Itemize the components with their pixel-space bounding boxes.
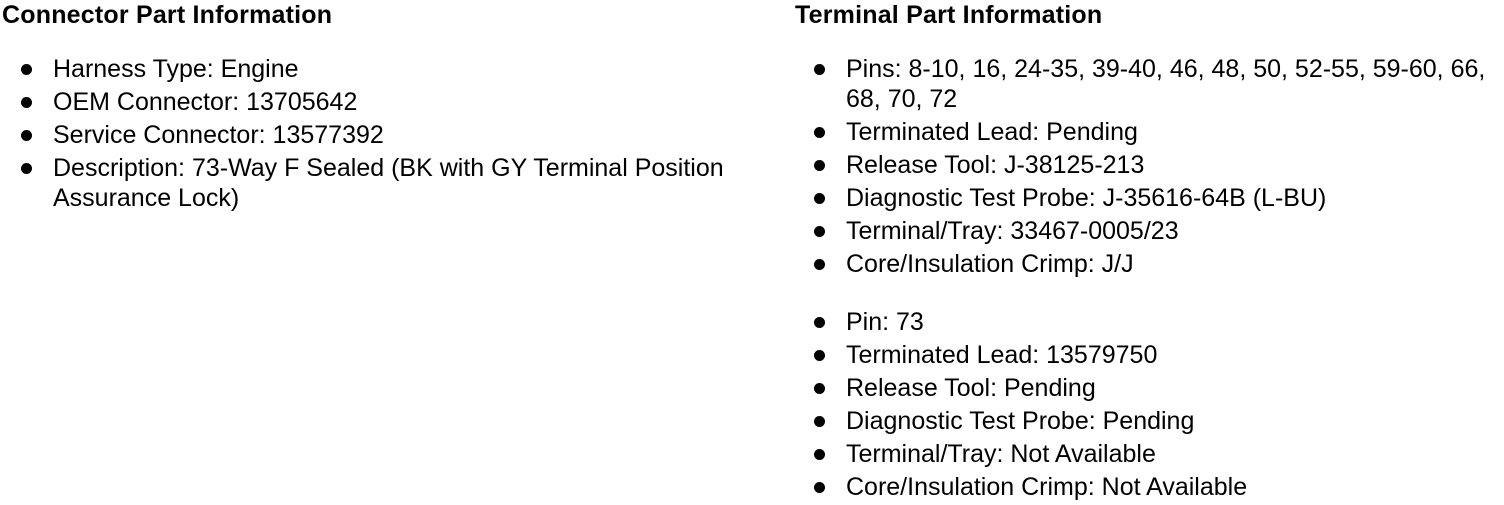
list-item-text: Terminal/Tray: Not Available	[846, 440, 1156, 468]
list-item: Description: 73-Way F Sealed (BK with GY…	[2, 153, 743, 213]
list-item-text: Diagnostic Test Probe: J-35616-64B (L-BU…	[846, 184, 1327, 212]
list-item-text: Harness Type: Engine	[53, 55, 299, 83]
list-item: Pin: 73	[795, 307, 1498, 337]
list-item-text: Core/Insulation Crimp: Not Available	[846, 473, 1248, 501]
list-item-text: Terminated Lead: 13579750	[846, 341, 1158, 369]
list-item: Pins: 8-10, 16, 24-35, 39-40, 46, 48, 50…	[795, 54, 1498, 114]
list-item-text: Pins: 8-10, 16, 24-35, 39-40, 46, 48, 50…	[846, 55, 1486, 113]
list-item: Core/Insulation Crimp: Not Available	[795, 472, 1498, 502]
list-item: OEM Connector: 13705642	[2, 87, 743, 117]
list-item-text: Terminated Lead: Pending	[846, 118, 1138, 146]
list-item: Terminal/Tray: Not Available	[795, 439, 1498, 469]
bullet-icon	[21, 97, 32, 108]
list-item: Terminated Lead: Pending	[795, 117, 1498, 147]
bullet-icon	[814, 193, 825, 204]
section-title: Connector Part Information	[2, 1, 333, 29]
list-item-text: Service Connector: 13577392	[53, 121, 384, 149]
list-item-text: Core/Insulation Crimp: J/J	[846, 250, 1134, 278]
bullet-icon	[814, 160, 825, 171]
list-item: Release Tool: Pending	[795, 373, 1498, 403]
list-item: Diagnostic Test Probe: J-35616-64B (L-BU…	[795, 183, 1498, 213]
bullet-icon	[814, 259, 825, 270]
list-item-text: OEM Connector: 13705642	[53, 88, 358, 116]
bullet-icon	[814, 350, 825, 361]
list-item: Core/Insulation Crimp: J/J	[795, 249, 1498, 279]
section-title: Terminal Part Information	[795, 1, 1103, 29]
list-item-text: Terminal/Tray: 33467-0005/23	[846, 217, 1179, 245]
list-item: Harness Type: Engine	[2, 54, 743, 84]
bullet-icon	[814, 317, 825, 328]
list-item-text: Diagnostic Test Probe: Pending	[846, 407, 1195, 435]
list-item: Terminal/Tray: 33467-0005/23	[795, 216, 1498, 246]
list-item-text: Pin: 73	[846, 308, 924, 336]
bullet-icon	[21, 163, 32, 174]
bullet-icon	[814, 127, 825, 138]
bullet-icon	[814, 416, 825, 427]
bullet-icon	[814, 482, 825, 493]
bullet-icon	[21, 64, 32, 75]
list-item: Release Tool: J-38125-213	[795, 150, 1498, 180]
list-item-text: Release Tool: J-38125-213	[846, 151, 1145, 179]
list-item: Service Connector: 13577392	[2, 120, 743, 150]
bullet-icon	[21, 130, 32, 141]
bullet-icon	[814, 449, 825, 460]
list-item-text: Release Tool: Pending	[846, 374, 1096, 402]
list-item-text: Description: 73-Way F Sealed (BK with GY…	[53, 154, 724, 212]
bullet-icon	[814, 64, 825, 75]
bullet-icon	[814, 226, 825, 237]
bullet-icon	[814, 383, 825, 394]
list-item: Terminated Lead: 13579750	[795, 340, 1498, 370]
bullet-list: Pins: 8-10, 16, 24-35, 39-40, 46, 48, 50…	[795, 54, 1498, 279]
list-item: Diagnostic Test Probe: Pending	[795, 406, 1498, 436]
